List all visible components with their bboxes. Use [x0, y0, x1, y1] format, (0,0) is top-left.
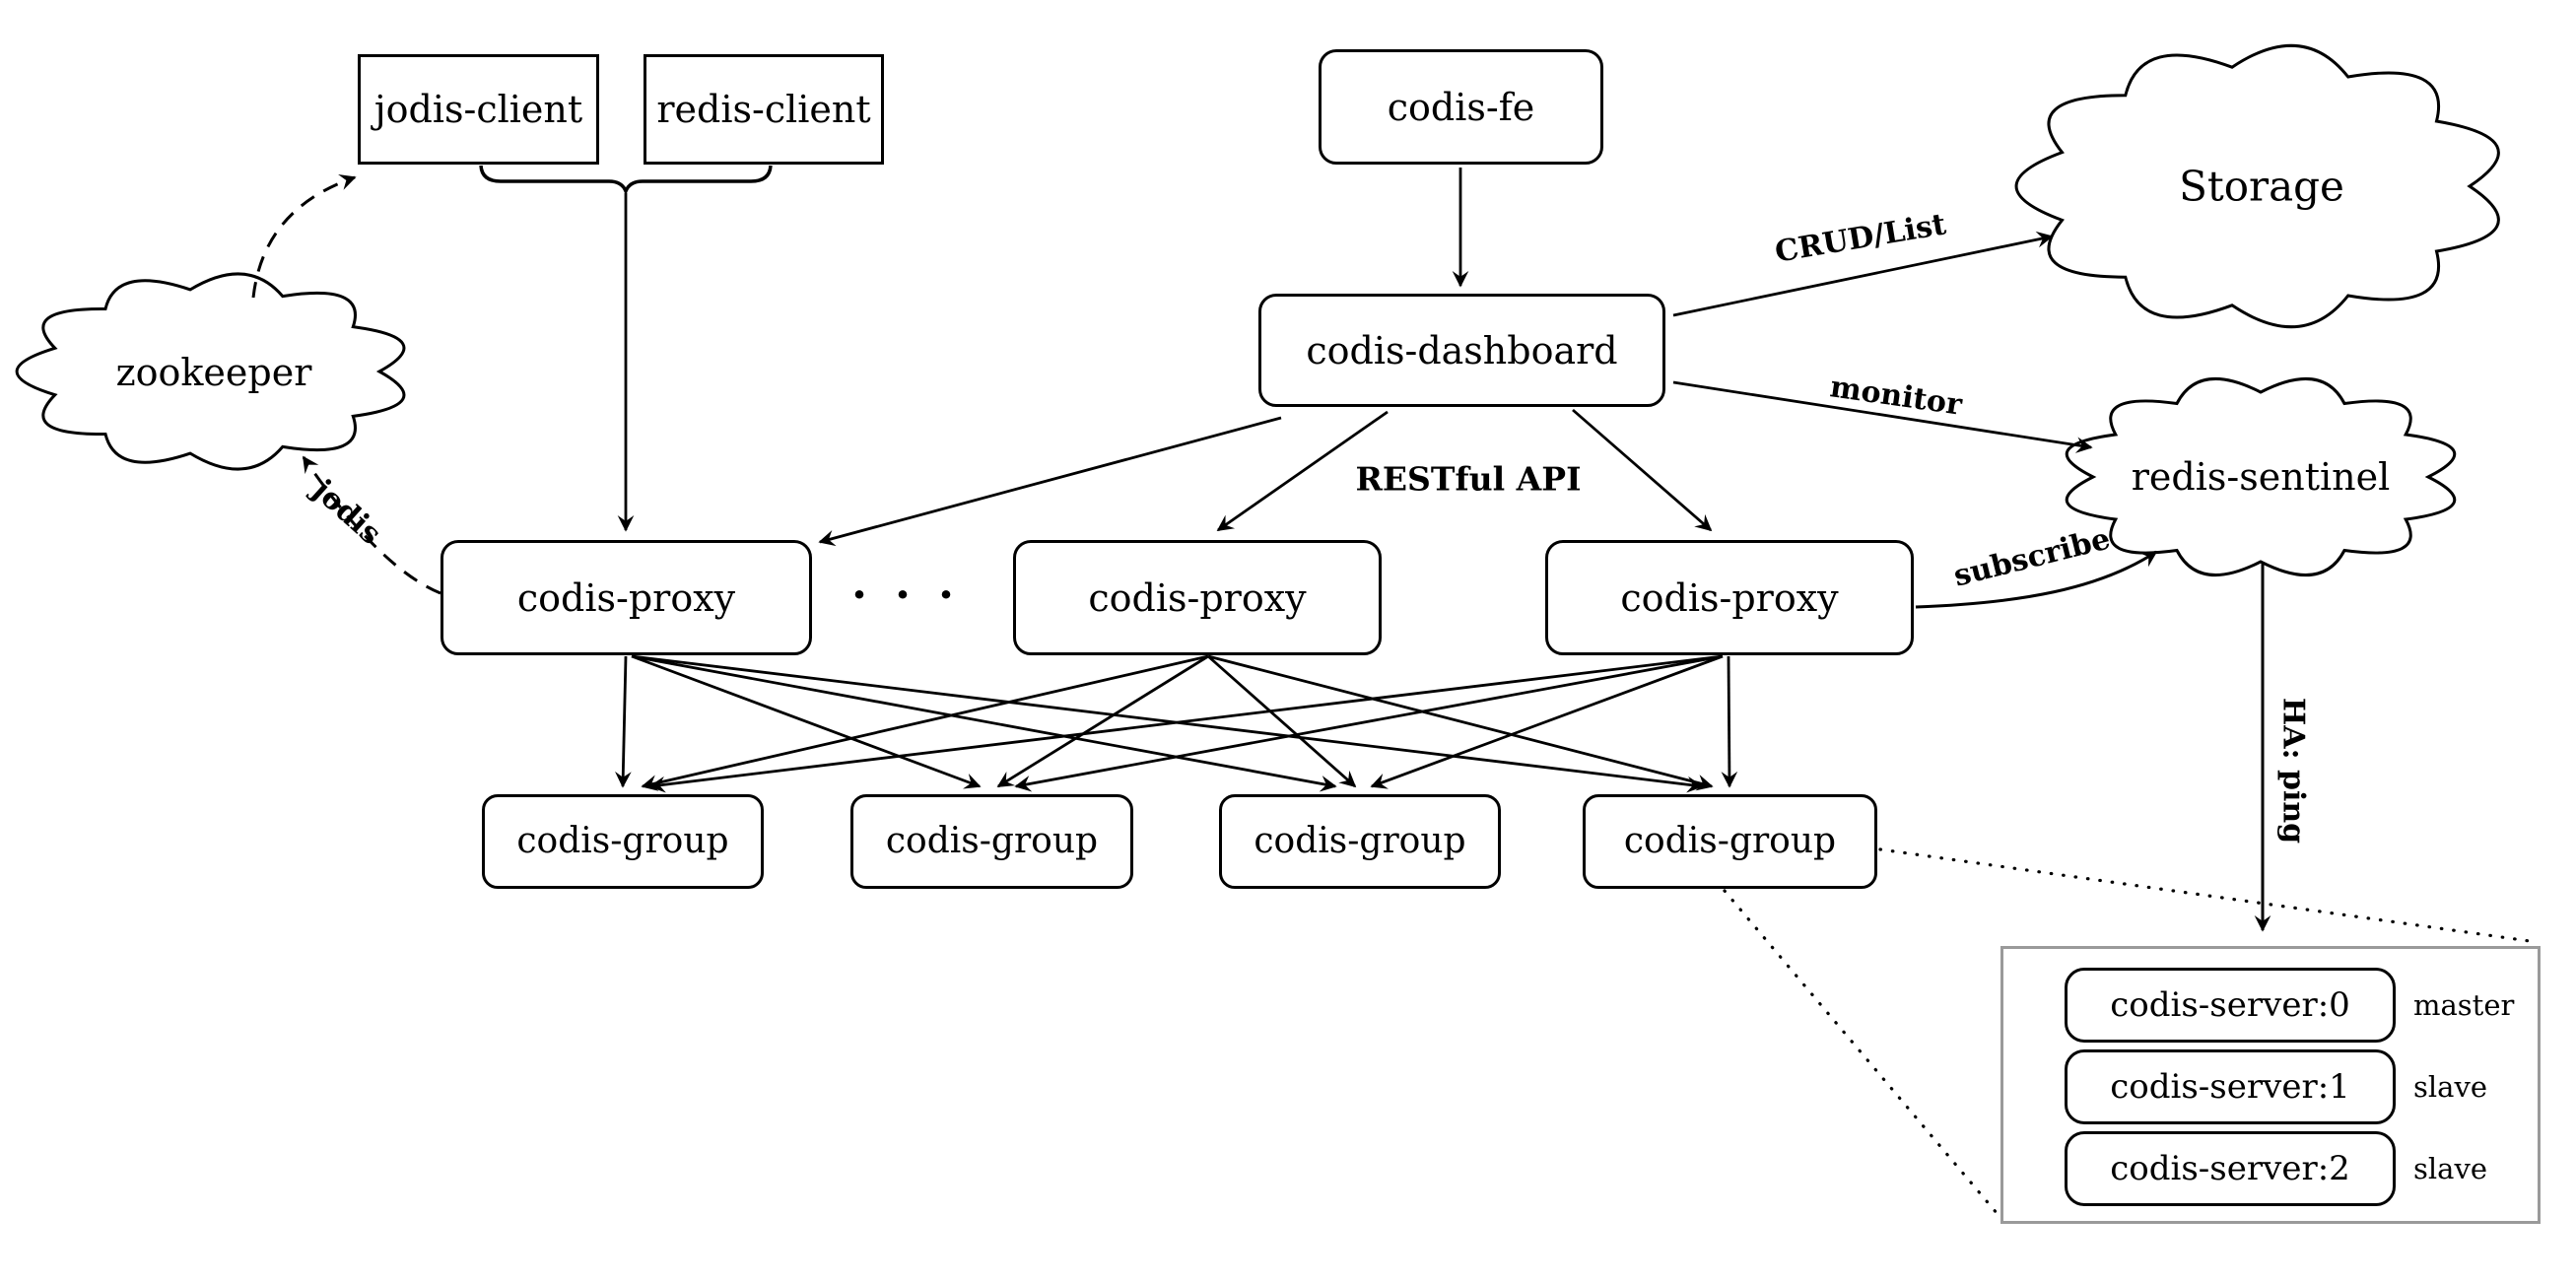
- edge-proxy1-group1: [615, 655, 632, 788]
- edge-zookeeper-jodis-client: [251, 174, 357, 299]
- codis-group-label: codis-group: [1254, 821, 1466, 861]
- clients-brace: [479, 165, 773, 196]
- label-restful-api: RESTful API: [1355, 459, 1582, 499]
- codis-server-0-label: codis-server:0: [2110, 985, 2350, 1025]
- redis-client-label: redis-client: [656, 88, 871, 131]
- edge-proxy3-group1: [648, 654, 1724, 793]
- server-row: codis-server:0 master: [2065, 968, 2538, 1043]
- edge-dashboard-storage-crud: [1672, 231, 2054, 317]
- edge-proxy3-group2: [1014, 654, 1724, 792]
- edge-proxy3-group3: [1370, 654, 1724, 789]
- codis-proxy-node-3: codis-proxy: [1545, 540, 1914, 655]
- edge-proxy1-group3: [631, 654, 1337, 792]
- codis-server-2-label: codis-server:2: [2110, 1149, 2350, 1188]
- codis-group-node-3: codis-group: [1219, 794, 1501, 889]
- server-role-label: slave: [2413, 1152, 2487, 1185]
- edge-proxy2-group4: [1207, 654, 1714, 791]
- server-row: codis-server:2 slave: [2065, 1131, 2538, 1206]
- codis-server-1-label: codis-server:1: [2110, 1067, 2350, 1107]
- server-row: codis-server:1 slave: [2065, 1049, 2538, 1124]
- server-role-label: slave: [2413, 1070, 2487, 1104]
- storage-cloud-label: Storage: [2179, 162, 2344, 211]
- dotted-group4-container-top: [1878, 847, 2539, 944]
- codis-proxy-node-2: codis-proxy: [1013, 540, 1382, 655]
- edge-proxy3-sentinel-subscribe: [1915, 550, 2158, 609]
- server-role-label: master: [2413, 988, 2515, 1022]
- codis-dashboard-label: codis-dashboard: [1306, 328, 1618, 372]
- codis-group-label: codis-group: [1623, 821, 1837, 861]
- codis-proxy-node-1: codis-proxy: [441, 540, 812, 655]
- redis-sentinel-cloud-label: redis-sentinel: [2131, 455, 2391, 499]
- codis-server-2-node: codis-server:2: [2065, 1131, 2396, 1206]
- codis-proxy-label: codis-proxy: [516, 575, 736, 620]
- edge-dashboard-proxy2: [1216, 410, 1389, 532]
- codis-fe-node: codis-fe: [1319, 49, 1603, 165]
- codis-group-label: codis-group: [885, 821, 1099, 861]
- codis-group-node-2: codis-group: [850, 794, 1133, 889]
- edge-dashboard-proxy3: [1572, 408, 1713, 532]
- proxy-ellipsis: · · ·: [850, 568, 961, 621]
- edge-proxy1-group4: [631, 654, 1704, 793]
- codis-dashboard-node: codis-dashboard: [1258, 294, 1665, 407]
- edge-proxy2-group3: [1207, 654, 1357, 788]
- edge-dashboard-proxy1: [818, 416, 1282, 547]
- edge-dashboard-sentinel-monitor: [1672, 380, 2093, 453]
- codis-fe-label: codis-fe: [1387, 85, 1535, 129]
- redis-sentinel-cloud-shape: [2065, 377, 2457, 576]
- jodis-client-node: jodis-client: [358, 54, 599, 165]
- zookeeper-cloud-shape: [15, 272, 406, 471]
- storage-cloud-shape: [2014, 43, 2500, 329]
- server-container: codis-server:0 master codis-server:1 sla…: [2000, 946, 2541, 1224]
- zookeeper-cloud-label: zookeeper: [115, 351, 312, 394]
- edge-proxy1-zookeeper-jodis: [302, 455, 441, 595]
- codis-proxy-label: codis-proxy: [1088, 575, 1307, 620]
- codis-server-0-node: codis-server:0: [2065, 968, 2396, 1043]
- codis-group-label: codis-group: [516, 821, 729, 861]
- redis-client-node: redis-client: [644, 54, 884, 165]
- edge-proxy2-group1: [641, 654, 1209, 791]
- jodis-client-label: jodis-client: [373, 88, 583, 131]
- edge-proxy2-group2: [996, 654, 1209, 788]
- codis-server-1-node: codis-server:1: [2065, 1049, 2396, 1124]
- codis-group-node-1: codis-group: [482, 794, 764, 889]
- dotted-group4-container-bottom: [1723, 889, 2004, 1222]
- codis-group-node-4: codis-group: [1583, 794, 1877, 889]
- label-ha-ping: HA: ping: [2275, 697, 2311, 844]
- proxy-group-mesh: [615, 654, 1738, 793]
- codis-proxy-label: codis-proxy: [1620, 575, 1839, 620]
- edge-proxy1-group2: [631, 654, 982, 789]
